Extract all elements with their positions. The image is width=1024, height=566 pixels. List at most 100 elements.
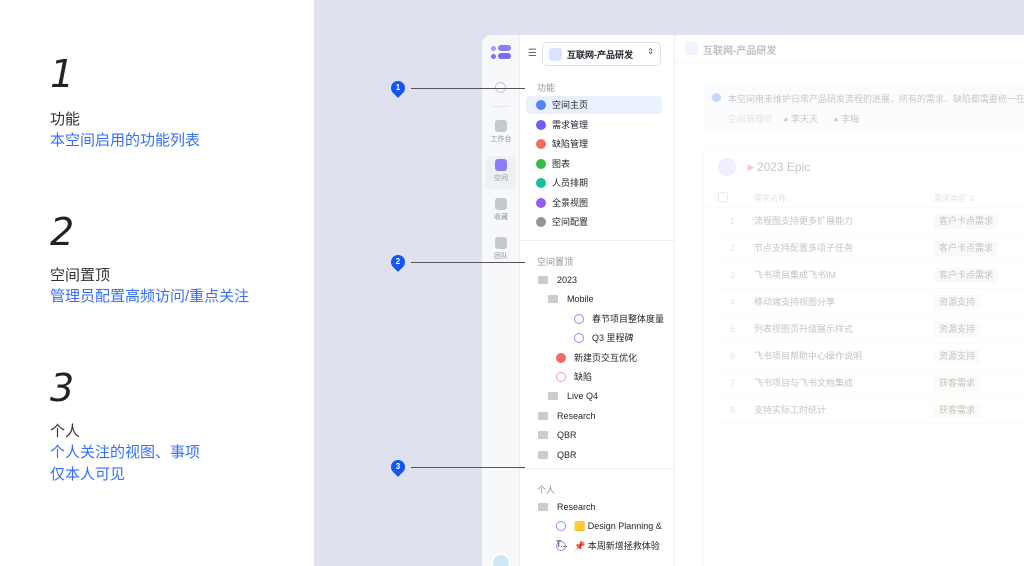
sidebar: ☰ 互联网-产品研发 ⇕ 功能空间主页需求管理缺陷管理图表人员排期全景视图空间配… xyxy=(520,35,675,566)
sidebar-item-feature[interactable]: 人员排期 xyxy=(526,174,662,192)
folder-icon xyxy=(548,295,558,304)
section-header: 功能 xyxy=(537,83,556,93)
rail-item-0[interactable]: 工作台 xyxy=(486,117,516,151)
sidebar-item-feature[interactable]: 需求管理 xyxy=(526,116,662,134)
folder-icon xyxy=(538,411,548,420)
tree-item-label: QBR xyxy=(557,449,577,460)
tree-item[interactable]: Mobile xyxy=(548,290,594,308)
row-number: 2 xyxy=(730,243,736,253)
row-number: 4 xyxy=(730,297,736,307)
sidebar-item-feature[interactable]: 图表 xyxy=(526,155,662,173)
bug-view-icon xyxy=(556,372,566,382)
sidebar-item-label: 空间主页 xyxy=(552,100,589,110)
row-number: 8 xyxy=(730,405,736,415)
row-name: 飞书项目帮助中心操作说明 xyxy=(754,351,863,361)
tree-item[interactable]: 🟨 Design Planning & T... xyxy=(556,517,674,549)
rail-item-2[interactable]: 收藏 xyxy=(486,195,516,229)
rail-item-3[interactable]: 团队 xyxy=(486,234,516,268)
app-logo-icon xyxy=(491,45,511,59)
page-title: 互联网-产品研发 xyxy=(703,46,777,57)
sidebar-item-feature[interactable]: 缺陷管理 xyxy=(526,135,662,153)
feature-icon xyxy=(536,139,546,149)
section-header: 个人 xyxy=(537,485,556,495)
annotation-number: 2 xyxy=(50,210,75,254)
view-icon xyxy=(574,333,584,344)
annotation-pin-number: 3 xyxy=(395,462,401,471)
space-logo-icon xyxy=(685,42,698,55)
row-name: 流程图支持更多扩展能力 xyxy=(754,216,854,226)
annotation-description: 管理员配置高频访问/重点关注 xyxy=(50,288,250,305)
row-number: 1 xyxy=(730,216,736,226)
table-header: 需求名称 需求类型 ⇕ xyxy=(704,188,1024,208)
type-tag: 资源支持 xyxy=(934,295,981,310)
tree-item[interactable]: Research xyxy=(538,498,596,516)
rail-item-label: 空间 xyxy=(494,175,508,182)
feature-icon xyxy=(536,178,546,188)
table-row[interactable]: 1 流程图支持更多扩展能力 客户卡点需求 xyxy=(716,208,1024,235)
home-icon xyxy=(495,120,507,132)
tree-item[interactable]: 新建页交互优化 xyxy=(556,349,637,367)
tree-item-label: QBR xyxy=(557,430,577,441)
row-number: 6 xyxy=(730,351,736,361)
row-name: 列表视图页升级展示样式 xyxy=(754,324,854,334)
sidebar-item-label: 需求管理 xyxy=(552,119,589,130)
type-tag: 客户卡点需求 xyxy=(934,214,999,229)
rail-item-label: 工作台 xyxy=(490,136,512,143)
rail-item-1[interactable]: 空间 xyxy=(486,156,516,190)
sidebar-item-label: 图表 xyxy=(552,158,571,169)
avatar[interactable] xyxy=(491,553,511,566)
info-box: 本空间用来维护日常产品研发流程的进展，所有的需求、缺陷都需要统一在该 空间管理员… xyxy=(703,85,1024,133)
info-icon xyxy=(712,93,721,102)
tree-item[interactable]: 缺陷 xyxy=(556,368,592,386)
search-icon[interactable] xyxy=(495,82,506,93)
annotation-description: 个人关注的视图、事项 xyxy=(50,444,201,461)
row-name: 支持实际工时统计 xyxy=(754,405,827,415)
tree-item[interactable]: 春节项目整体度量 xyxy=(574,310,664,328)
tree-item-label: 📌 本周新增拯救体验 xyxy=(574,540,660,551)
sidebar-item-feature[interactable]: 全景视图 xyxy=(526,194,662,212)
folder-icon xyxy=(538,276,548,284)
feature-icon xyxy=(536,119,546,130)
column-header[interactable]: 需求名称 xyxy=(754,194,786,203)
team-icon xyxy=(495,237,507,249)
tree-item[interactable]: Q3 里程碑 xyxy=(574,329,634,347)
sidebar-item-label: 缺陷管理 xyxy=(552,139,589,149)
annotation-description: 本空间启用的功能列表 xyxy=(50,132,201,149)
rail-item-label: 团队 xyxy=(494,253,508,260)
sidebar-item-feature[interactable]: 空间配置 xyxy=(526,213,662,231)
view-icon xyxy=(556,521,566,532)
bug-icon xyxy=(556,352,566,363)
tree-item-label: 新建页交互优化 xyxy=(574,352,638,363)
tree-item[interactable]: 📌 本周新增拯救体验 xyxy=(556,537,660,555)
tree-item[interactable]: QBR xyxy=(538,426,577,444)
collapse-sidebar-icon[interactable]: ☰ xyxy=(528,48,537,59)
space-name: 互联网-产品研发 xyxy=(567,50,633,60)
tree-item[interactable]: QBR xyxy=(538,446,577,464)
rail-item-label: 收藏 xyxy=(494,214,508,221)
space-description: 本空间用来维护日常产品研发流程的进展，所有的需求、缺陷都需要统一在该 xyxy=(728,94,1024,104)
tree-item[interactable]: Live Q4 xyxy=(548,387,598,405)
sidebar-item-label: 人员排期 xyxy=(552,178,589,188)
table-row[interactable]: 6 飞书项目帮助中心操作说明 资源支持 xyxy=(716,343,1024,370)
space-selector[interactable]: 互联网-产品研发 ⇕ xyxy=(542,42,661,66)
type-tag: 资源支持 xyxy=(934,349,981,364)
admin-item[interactable]: ◕ 李天天 xyxy=(783,114,818,124)
row-name: 飞书项目与飞书文档集成 xyxy=(754,378,854,388)
admin-item[interactable]: ◕ 李梅 xyxy=(833,114,859,124)
select-all-checkbox[interactable] xyxy=(718,192,728,202)
column-header[interactable]: 需求类型 ⇕ xyxy=(934,194,975,203)
tree-item[interactable]: Research xyxy=(538,407,596,425)
annotation-number: 1 xyxy=(50,52,75,96)
tree-item[interactable]: 2023 xyxy=(538,271,577,289)
feature-icon xyxy=(536,100,546,110)
space-icon xyxy=(495,159,507,171)
folder-icon xyxy=(548,392,558,401)
sidebar-item-feature[interactable]: 空间主页 xyxy=(526,96,662,114)
